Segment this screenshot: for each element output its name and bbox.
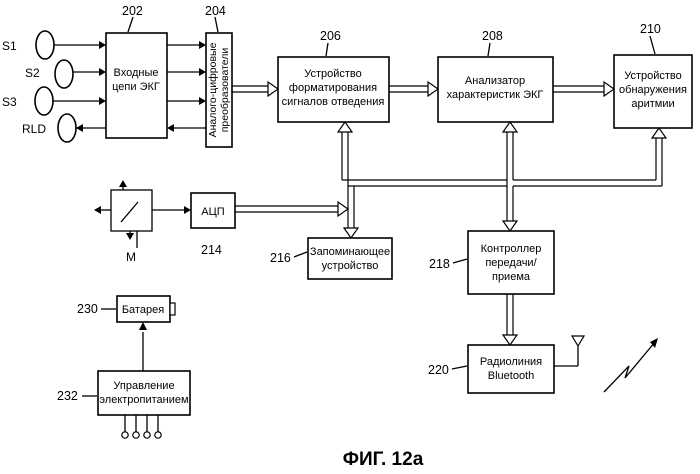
block-202-line1: Входные — [114, 67, 159, 79]
electrode-label-s3: S3 — [2, 95, 17, 109]
antenna-icon — [554, 336, 584, 366]
block-218-line2: передачи/ — [485, 257, 537, 269]
electrode-label-rld: RLD — [22, 122, 46, 136]
ref-216: 216 — [270, 251, 291, 265]
ref-208: 208 — [482, 29, 503, 43]
block-232-line2: электропитанием — [99, 394, 188, 406]
block-232-line1: Управление — [113, 380, 174, 392]
bus-204-to-206 — [232, 82, 278, 96]
block-218-line1: Контроллер — [481, 243, 542, 255]
block-204-line1: Аналого-цифровые — [207, 42, 219, 137]
electrode-s1 — [36, 31, 54, 59]
ref-204: 204 — [205, 4, 226, 18]
block-218-line3: приема — [492, 271, 531, 283]
ref-230: 230 — [77, 302, 98, 316]
block-210-line2: обнаружения — [619, 84, 687, 96]
block-220-line1: Радиолиния — [480, 356, 542, 368]
bus-218-to-220 — [503, 294, 517, 345]
electrode-label-s1: S1 — [2, 39, 17, 53]
block-204-line2: преобразователи — [219, 48, 231, 133]
ref-210: 210 — [640, 22, 661, 36]
battery-terminal — [170, 303, 175, 315]
block-206-line1: Устройство — [304, 68, 362, 80]
bus-206-to-208 — [389, 82, 438, 96]
electrode-inputs: S1 S2 S3 RLD — [2, 31, 106, 142]
electrode-s2 — [55, 60, 73, 88]
block-206-line2: форматирования — [289, 82, 377, 94]
block-210-line1: Устройство — [624, 70, 682, 82]
block-216-memory — [308, 238, 392, 279]
bus-208-to-210 — [553, 82, 614, 96]
block-216-line2: устройство — [322, 260, 379, 272]
block-216-line1: Запоминающее — [310, 246, 390, 258]
block-202-line2: цепи ЭКГ — [112, 81, 160, 93]
ref-220: 220 — [428, 363, 449, 377]
block-220-line2: Bluetooth — [488, 370, 534, 382]
figure-caption: ФИГ. 12а — [343, 449, 424, 470]
bus-214-to-memory — [235, 202, 348, 216]
block-210-line3: аритмии — [631, 98, 674, 110]
ref-214: 214 — [201, 243, 222, 257]
block-220-bluetooth-radio — [468, 345, 554, 393]
wireless-signal-icon — [604, 338, 658, 392]
ref-202: 202 — [122, 4, 143, 18]
block-214-line1: АЦП — [201, 206, 224, 218]
electrode-rld — [58, 114, 76, 142]
electrode-s3 — [35, 87, 53, 115]
block-232-power-management — [98, 371, 190, 415]
system-bus — [338, 122, 666, 238]
ref-218: 218 — [429, 257, 450, 271]
electrode-label-s2: S2 — [25, 66, 40, 80]
block-230-line1: Батарея — [122, 304, 164, 316]
power-pins — [122, 415, 161, 438]
ref-206: 206 — [320, 29, 341, 43]
sensor-label-m: M — [126, 250, 136, 264]
block-208-line1: Анализатор — [465, 75, 525, 87]
motion-sensor — [94, 180, 152, 248]
block-206-line3: сигналов отведения — [282, 96, 385, 108]
block-208-line2: характеристик ЭКГ — [447, 89, 544, 101]
ref-232: 232 — [57, 389, 78, 403]
arrows-202-to-204 — [167, 41, 206, 132]
